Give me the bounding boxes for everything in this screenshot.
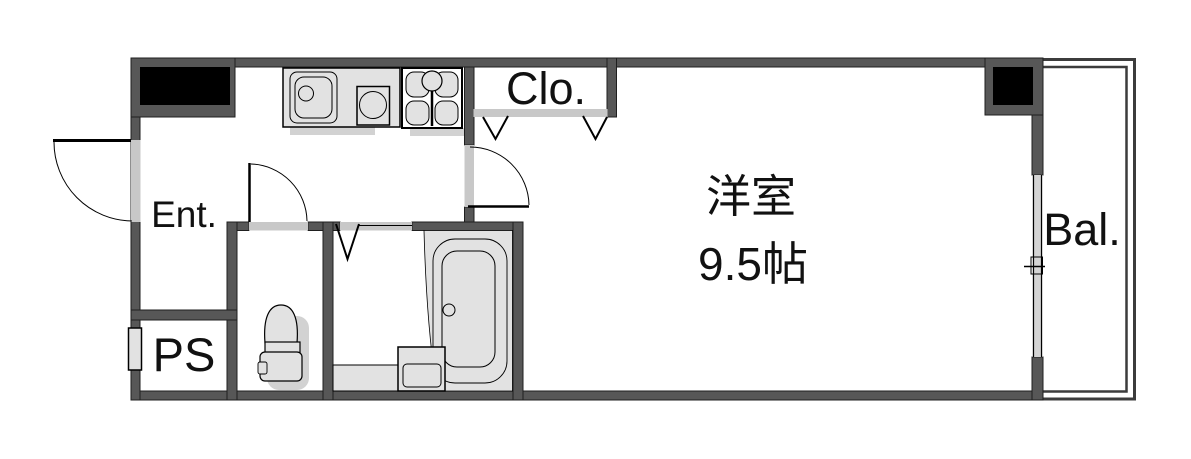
toilet-handle [257, 361, 268, 375]
duct-shaft [140, 67, 230, 105]
pan-quadrant-br [434, 100, 459, 126]
kitchen-counter [282, 67, 401, 128]
faucet-icon [298, 85, 314, 102]
wall-bath-top [411, 221, 524, 231]
bathtub [441, 250, 496, 368]
bathtub-drain-icon [442, 303, 456, 317]
western-room-label: 洋室 [706, 171, 796, 222]
western-room-size-label: 9.5帖 [698, 238, 808, 290]
room-labels: Ent. PS Clo. 洋室 9.5帖 Bal. [151, 63, 1121, 381]
room-door-opening [464, 145, 474, 207]
balcony-outer-line [1043, 58, 1136, 401]
wall-right-lower [1031, 356, 1044, 401]
toilet [257, 304, 309, 390]
wall-wc-bath [322, 221, 334, 401]
wall-ent-ps [130, 309, 238, 321]
gas-stove [356, 85, 391, 126]
balcony-inner-line [1043, 65, 1128, 393]
pan-quadrant-bl [405, 100, 430, 126]
balcony-railing [1043, 58, 1136, 401]
doors [53, 115, 608, 263]
wall-bottom [130, 390, 1044, 401]
entrance-door-swing [53, 141, 133, 222]
room-door-swing [469, 146, 530, 206]
wall-openings [131, 109, 608, 231]
closet-folding-door-right [582, 115, 608, 142]
bath-vanity-basin [402, 363, 442, 388]
toilet-bowl [264, 304, 298, 344]
wall-hall-room-upper [464, 66, 475, 146]
counter-shadow [290, 127, 375, 135]
kitchen-sink [289, 71, 338, 124]
closet-folding-door-left [482, 115, 509, 142]
bathroom [332, 230, 513, 392]
wall-top [130, 57, 1044, 68]
closet-label: Clo. [506, 63, 586, 114]
stove-burner-icon [359, 91, 387, 119]
balcony-label: Bal. [1043, 204, 1121, 255]
pan-faucet-icon [421, 70, 443, 92]
bath-door-opening [340, 222, 412, 231]
toilet-door-opening [249, 222, 308, 231]
kitchen-sink-basin [294, 76, 333, 119]
window-lock [1030, 256, 1043, 275]
entrance-opening [131, 140, 141, 222]
wall-bath-right [512, 221, 524, 401]
toilet-seat-hinge [264, 341, 301, 354]
sliding-window [1024, 175, 1045, 357]
entrance-label: Ent. [151, 194, 217, 235]
washer-pan-shadow [410, 128, 464, 136]
meter-box [127, 327, 143, 371]
bath-folding-door [335, 223, 360, 263]
bathtub-surround [432, 238, 508, 384]
toilet-door-swing [250, 163, 308, 222]
bath-counter [332, 364, 401, 392]
pipe-space-label: PS [153, 328, 216, 381]
closet-track [473, 109, 608, 117]
washing-machine-pan [401, 67, 463, 129]
pillar [993, 67, 1033, 105]
wall-closet-right [606, 57, 617, 118]
